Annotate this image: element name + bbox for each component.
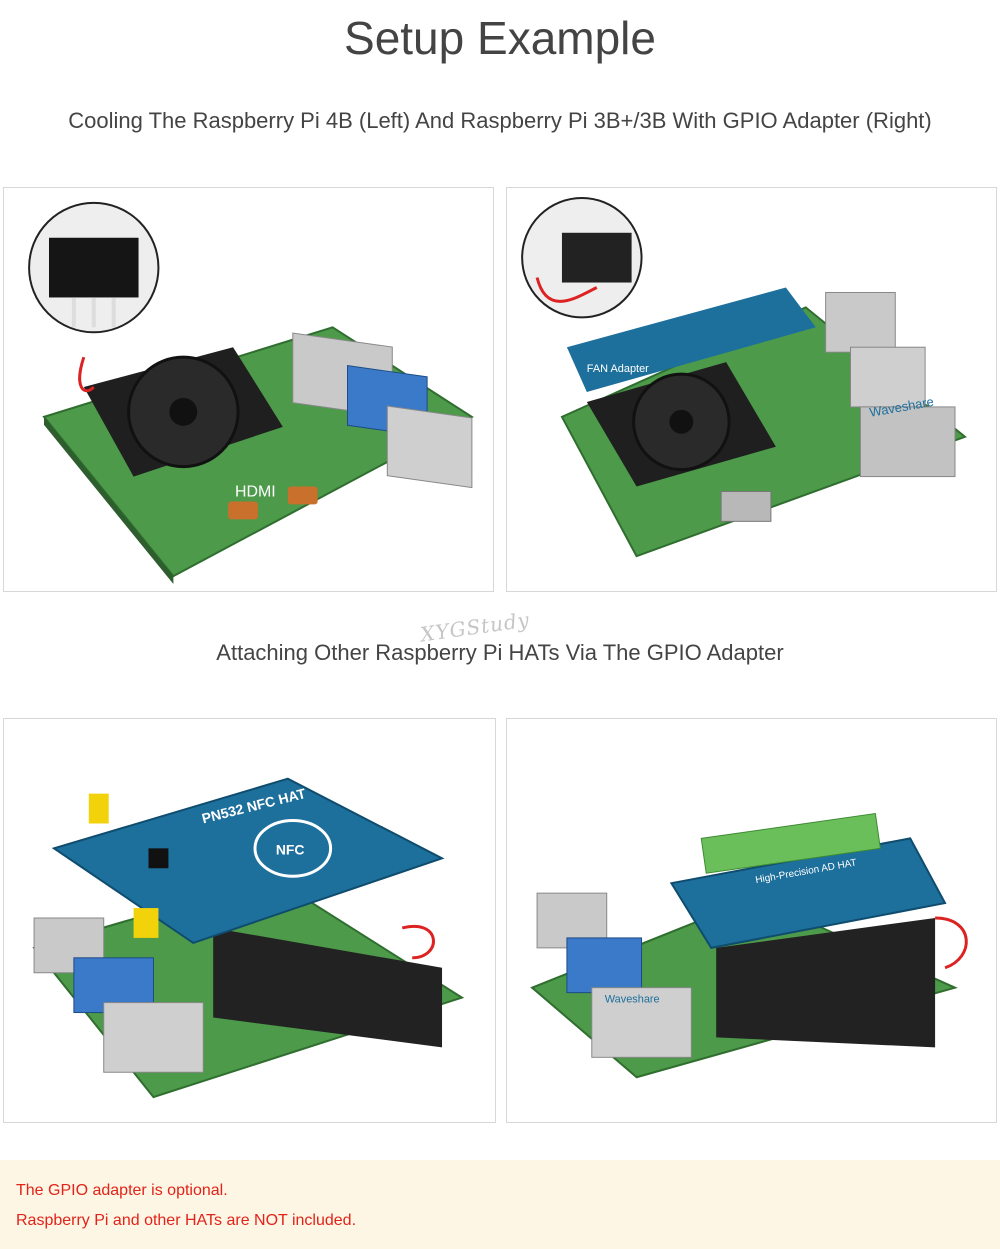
section-subtitle-hats: Attaching Other Raspberry Pi HATs Via Th…	[216, 640, 784, 665]
note-not-included: Raspberry Pi and other HATs are NOT incl…	[16, 1212, 357, 1229]
raspberry-pi-4b-fan-photo: HDMI	[28, 201, 474, 585]
ad-hat-stack-photo: Waveshare High-Precision AD HAT	[530, 812, 968, 1079]
nfc-hat-stack-photo: PN532 NFC HAT NFC	[32, 777, 465, 1099]
disclaimer-box: The GPIO adapter is optional. Raspberry …	[0, 1160, 1000, 1249]
note-gpio-optional: The GPIO adapter is optional.	[16, 1182, 228, 1199]
photo-pi3b-fan-adapter: Waveshare FAN Adapter	[506, 187, 997, 592]
photo-nfc-hat-stack: PN532 NFC HAT NFC	[3, 718, 496, 1123]
page-title: Setup Example	[344, 12, 656, 64]
raspberry-pi-3b-fan-adapter-photo: Waveshare FAN Adapter	[521, 196, 967, 558]
fan-adapter-label: FAN Adapter	[587, 363, 649, 375]
nfc-badge: NFC	[276, 841, 305, 857]
hdmi-label: HDMI	[235, 483, 276, 500]
waveshare-label-2: Waveshare	[605, 994, 660, 1006]
photo-ad-hat-stack: Waveshare High-Precision AD HAT	[506, 718, 997, 1123]
section-subtitle-cooling: Cooling The Raspberry Pi 4B (Left) And R…	[68, 108, 932, 133]
photo-pi4b-fan: HDMI	[3, 187, 494, 592]
